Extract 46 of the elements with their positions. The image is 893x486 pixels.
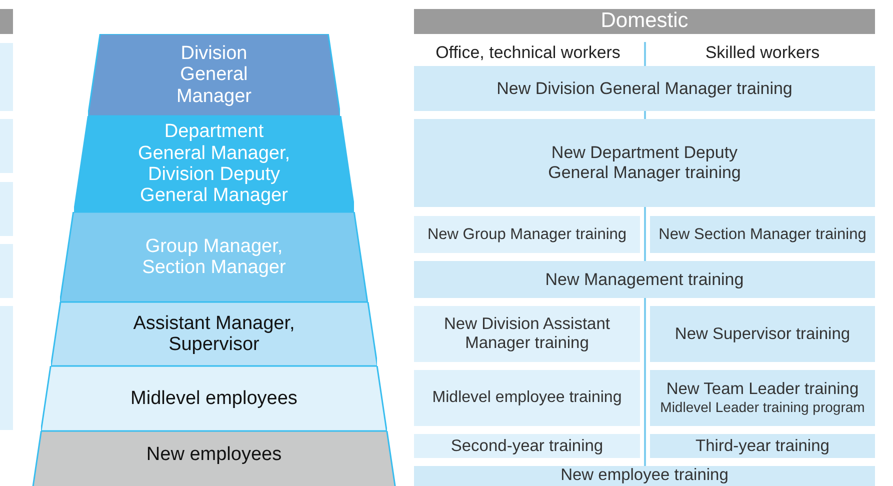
level-label: Assistant Manager, Supervisor — [132, 312, 296, 356]
box-label: Third-year training — [696, 436, 830, 456]
training-box — [650, 216, 875, 253]
level-label: Midlevel employees — [130, 388, 298, 410]
pyramid-level — [74, 116, 354, 212]
box-label: New Department Deputy General Manager training — [547, 143, 742, 183]
column-heading: Office, technical workers — [434, 43, 622, 63]
training-box — [414, 216, 640, 253]
level-label: Department General Manager, Division Deputy General Manager — [136, 121, 292, 207]
pyramid-level — [60, 212, 368, 302]
training-box — [414, 306, 640, 362]
box-label: Midlevel employee training — [432, 388, 622, 408]
program-note: Midlevel Leader training program — [660, 399, 865, 416]
box-label: Second-year training — [450, 436, 604, 456]
box-label: New Supervisor training — [674, 324, 850, 344]
box-label: New Division Assistant Manager training — [443, 315, 611, 353]
training-box — [414, 434, 640, 458]
header-bar — [414, 9, 875, 34]
empty-panel — [0, 43, 13, 111]
training-box — [414, 119, 875, 207]
box-label: New Team Leader training — [666, 380, 859, 400]
training-box — [650, 434, 875, 458]
training-box — [650, 370, 875, 426]
column-heading: Skilled workers — [704, 43, 821, 63]
training-box — [414, 66, 875, 111]
box-label: New Division General Manager training — [496, 78, 792, 98]
box-label: Domestic — [600, 9, 688, 34]
empty-panel — [0, 119, 13, 173]
empty-panel — [0, 9, 13, 34]
pyramid-level — [88, 34, 340, 116]
box-label: New employee training — [560, 466, 728, 485]
box-label: New Management training — [545, 270, 744, 290]
empty-panel — [0, 182, 13, 236]
level-label: Group Manager, Section Manager — [141, 236, 287, 278]
pyramid-level — [41, 366, 387, 431]
empty-panel — [0, 306, 13, 430]
training-box — [414, 370, 640, 426]
training-box — [650, 306, 875, 362]
training-box — [414, 261, 875, 298]
box-label: New Section Manager training — [658, 226, 866, 244]
level-label: Division General Manager — [175, 43, 252, 107]
box-label: New Group Manager training — [427, 226, 627, 244]
pyramid-level — [30, 431, 398, 486]
level-label: New employees — [146, 444, 282, 466]
pyramid-level — [50, 302, 378, 366]
empty-panel — [0, 244, 13, 298]
